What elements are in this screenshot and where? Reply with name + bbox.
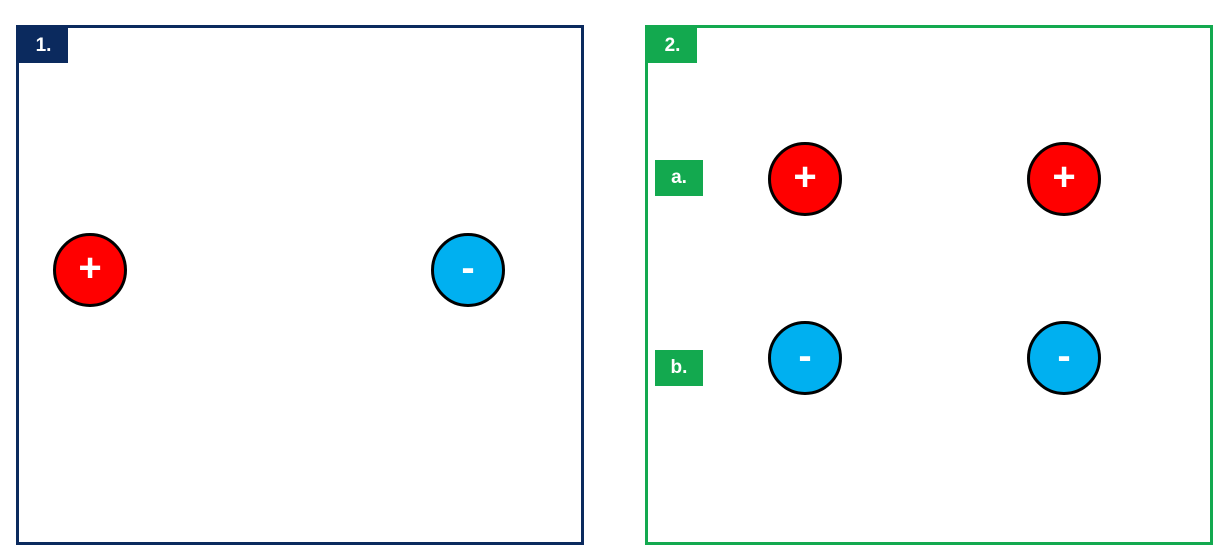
panel-1-label: 1. — [19, 28, 68, 63]
panel-2: 2. a. + + b. - - — [645, 25, 1213, 545]
panel-2-label: 2. — [648, 28, 697, 63]
charge-sign: + — [793, 155, 817, 199]
row-a-label: a. — [655, 160, 703, 196]
positive-charge-icon: + — [1027, 142, 1101, 216]
charge-sign: - — [461, 246, 475, 290]
negative-charge-icon: - — [768, 321, 842, 395]
negative-charge-icon: - — [1027, 321, 1101, 395]
row-b-label: b. — [655, 350, 703, 386]
charge-sign: + — [1052, 155, 1076, 199]
panel-1: 1. + - — [16, 25, 584, 545]
charge-sign: - — [798, 334, 812, 378]
charge-sign: + — [78, 246, 102, 290]
positive-charge-icon: + — [53, 233, 127, 307]
negative-charge-icon: - — [431, 233, 505, 307]
positive-charge-icon: + — [768, 142, 842, 216]
charge-sign: - — [1057, 334, 1071, 378]
